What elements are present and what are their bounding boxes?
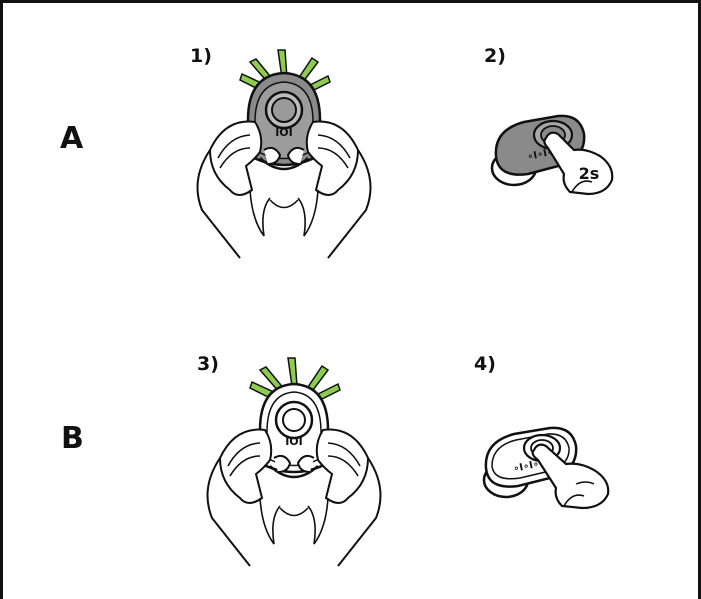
press-duration-badge: 2s: [579, 164, 600, 183]
hands-holding-fob-white-icon: IOI: [190, 348, 410, 578]
key-fob-press-icon: ∘I∘I∘ 2s: [488, 108, 628, 203]
step-label-4: 4): [474, 355, 496, 374]
row-label-b: B: [61, 424, 84, 454]
fob-marking: IOI: [275, 126, 293, 139]
hands-holding-fob-icon: IOI: [180, 40, 400, 270]
fob-marking-white: IOI: [285, 435, 303, 448]
step-label-2: 2): [484, 47, 506, 66]
row-label-a: A: [60, 124, 83, 154]
key-fob-white-press-icon: ∘I∘I∘: [478, 418, 628, 518]
